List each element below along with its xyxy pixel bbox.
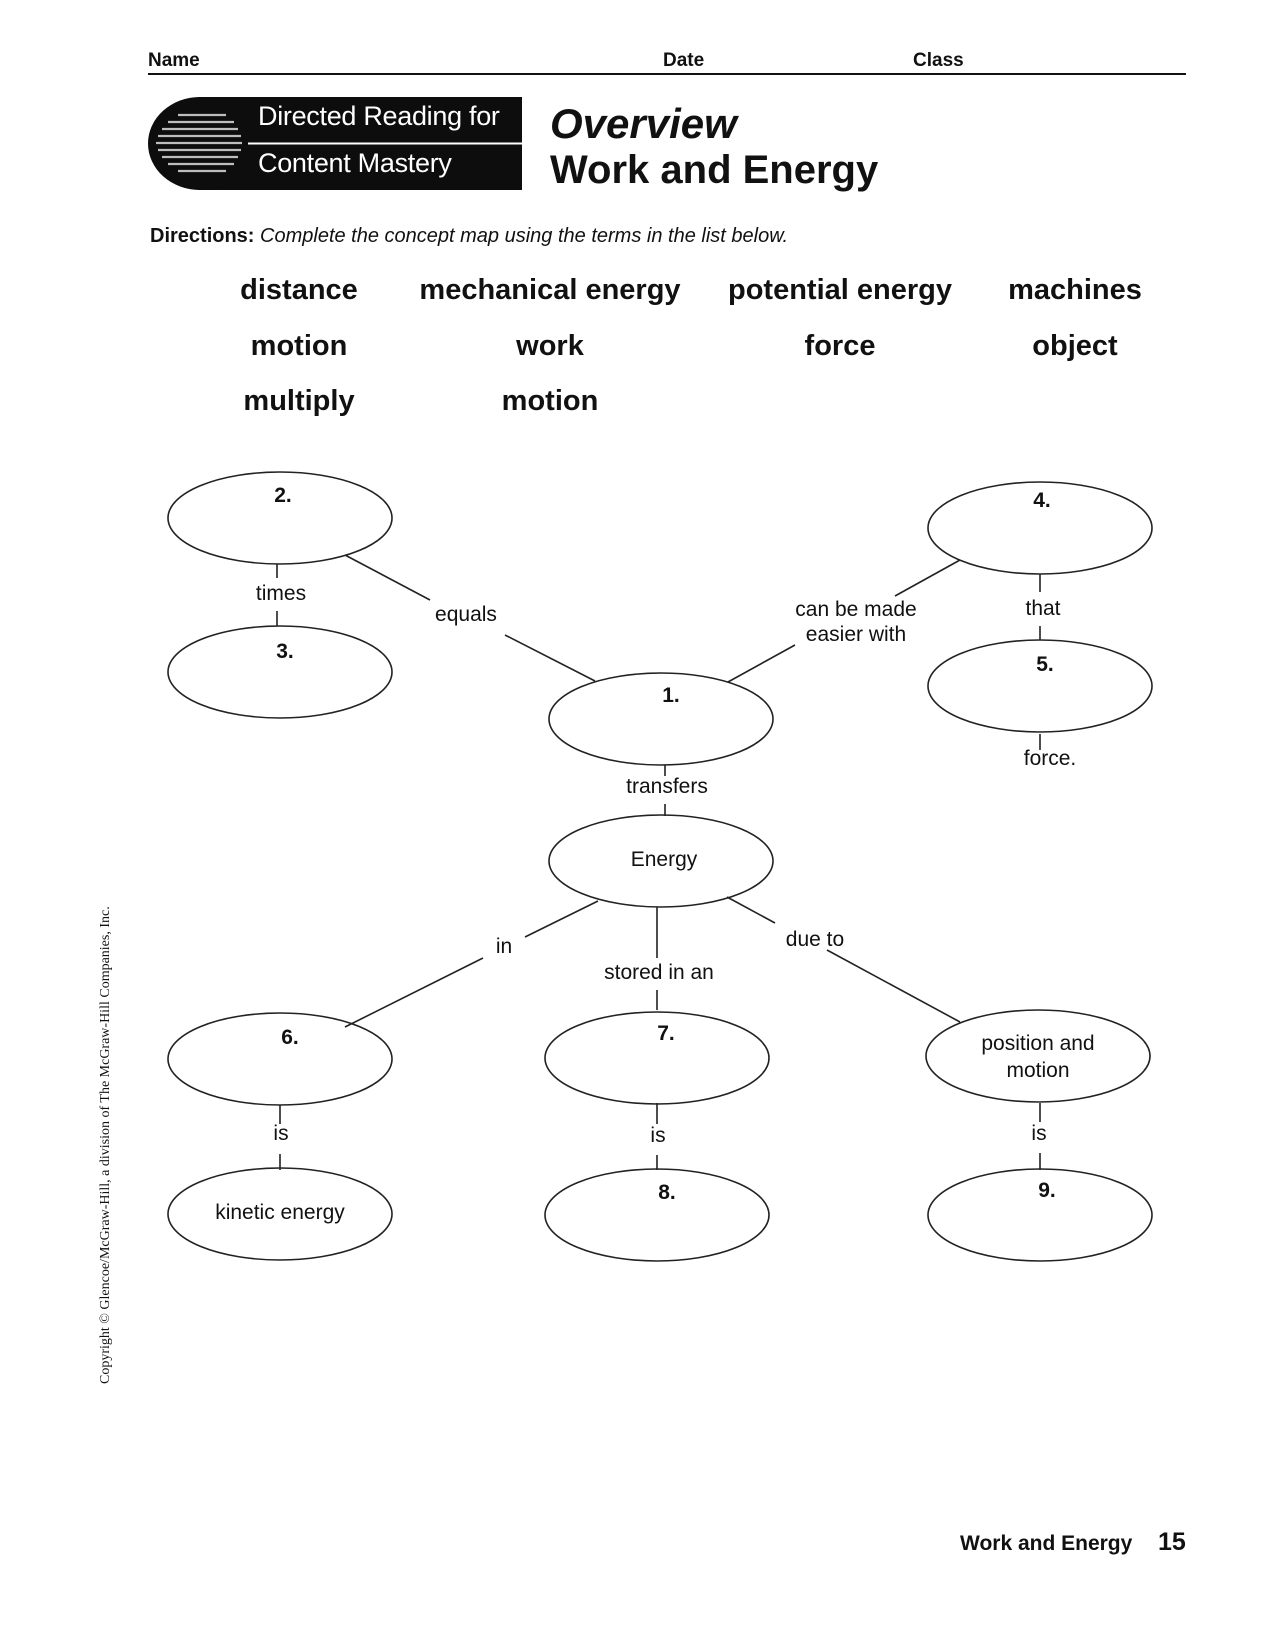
- page-number: 15: [1158, 1528, 1186, 1556]
- link-force: force.: [1024, 747, 1077, 770]
- copyright-notice: Copyright © Glencoe/McGraw-Hill, a divis…: [98, 906, 113, 1384]
- link-times: times: [256, 582, 306, 605]
- node-4-ellipse: [927, 481, 1153, 575]
- node-9-ellipse: [927, 1168, 1153, 1262]
- energy-node-text: Energy: [631, 848, 698, 871]
- term-item: force: [804, 330, 876, 362]
- node-2-number: 2.: [274, 484, 292, 507]
- connector-line: [524, 900, 599, 938]
- term-item: mechanical energy: [419, 274, 681, 306]
- link-in: in: [496, 935, 512, 958]
- directions-label: Directions:: [150, 225, 255, 247]
- kinetic-energy-text: kinetic energy: [215, 1201, 345, 1224]
- node-6-number: 6.: [281, 1026, 299, 1049]
- connector-line: [504, 634, 596, 682]
- node-9-number: 9.: [1038, 1179, 1056, 1202]
- connector-line: [727, 644, 796, 683]
- term-item: motion: [501, 385, 599, 417]
- footer-title: Work and Energy: [960, 1532, 1133, 1555]
- node-3-ellipse: [167, 625, 393, 719]
- term-item: motion: [250, 330, 348, 362]
- name-label: Name: [148, 50, 200, 71]
- term-item: multiply: [243, 385, 355, 417]
- connector-line: [826, 949, 961, 1023]
- node-7-number: 7.: [657, 1022, 675, 1045]
- striped-globe-icon: [148, 97, 522, 190]
- link-transfers: transfers: [626, 775, 708, 798]
- overview-title: Overview: [550, 100, 737, 147]
- node-6-ellipse: [167, 1012, 393, 1106]
- class-label: Class: [913, 50, 964, 71]
- node-4-number: 4.: [1033, 489, 1051, 512]
- directions-text: Complete the concept map using the terms…: [260, 225, 789, 247]
- logo-line-2: Content Mastery: [258, 148, 452, 178]
- link-can-be-made-line-2: easier with: [806, 623, 906, 646]
- term-item: distance: [240, 274, 358, 306]
- link-equals: equals: [435, 603, 497, 626]
- connector-line: [726, 896, 776, 924]
- connector-line: [344, 554, 431, 601]
- node-5-number: 5.: [1036, 653, 1054, 676]
- directions: Directions: Complete the concept map usi…: [150, 225, 788, 248]
- node-5-ellipse: [927, 639, 1153, 733]
- date-label: Date: [663, 50, 705, 71]
- node-2-ellipse: [167, 471, 393, 565]
- link-is-left: is: [273, 1122, 288, 1145]
- node-3-number: 3.: [276, 640, 294, 663]
- node-8-number: 8.: [658, 1181, 676, 1204]
- link-due-to: due to: [786, 928, 844, 951]
- node-7-ellipse: [544, 1011, 770, 1105]
- connector-line: [344, 957, 484, 1028]
- node-8-ellipse: [544, 1168, 770, 1262]
- term-item: potential energy: [728, 274, 952, 306]
- node-1-ellipse: [548, 672, 774, 766]
- link-is-right: is: [1031, 1122, 1046, 1145]
- header-rule: [148, 73, 1186, 75]
- link-is-center: is: [650, 1124, 665, 1147]
- link-that: that: [1025, 597, 1060, 620]
- link-stored-in-an: stored in an: [604, 961, 714, 984]
- link-can-be-made-line-1: can be made: [795, 598, 916, 621]
- directed-reading-logo: Directed Reading for Content Mastery: [148, 97, 522, 190]
- kinetic-energy-ellipse: [167, 1167, 393, 1261]
- energy-ellipse: [548, 814, 774, 908]
- position-node-text-line-1: position and: [981, 1032, 1094, 1055]
- page-title: Work and Energy: [550, 148, 879, 192]
- term-item: machines: [1008, 274, 1142, 306]
- connector-line: [894, 559, 961, 597]
- term-item: work: [516, 330, 584, 362]
- node-1-number: 1.: [662, 684, 680, 707]
- logo-line-1: Directed Reading for: [258, 101, 500, 131]
- term-item: object: [1032, 330, 1118, 362]
- position-motion-ellipse: [925, 1009, 1151, 1103]
- position-node-text-line-2: motion: [1006, 1059, 1069, 1082]
